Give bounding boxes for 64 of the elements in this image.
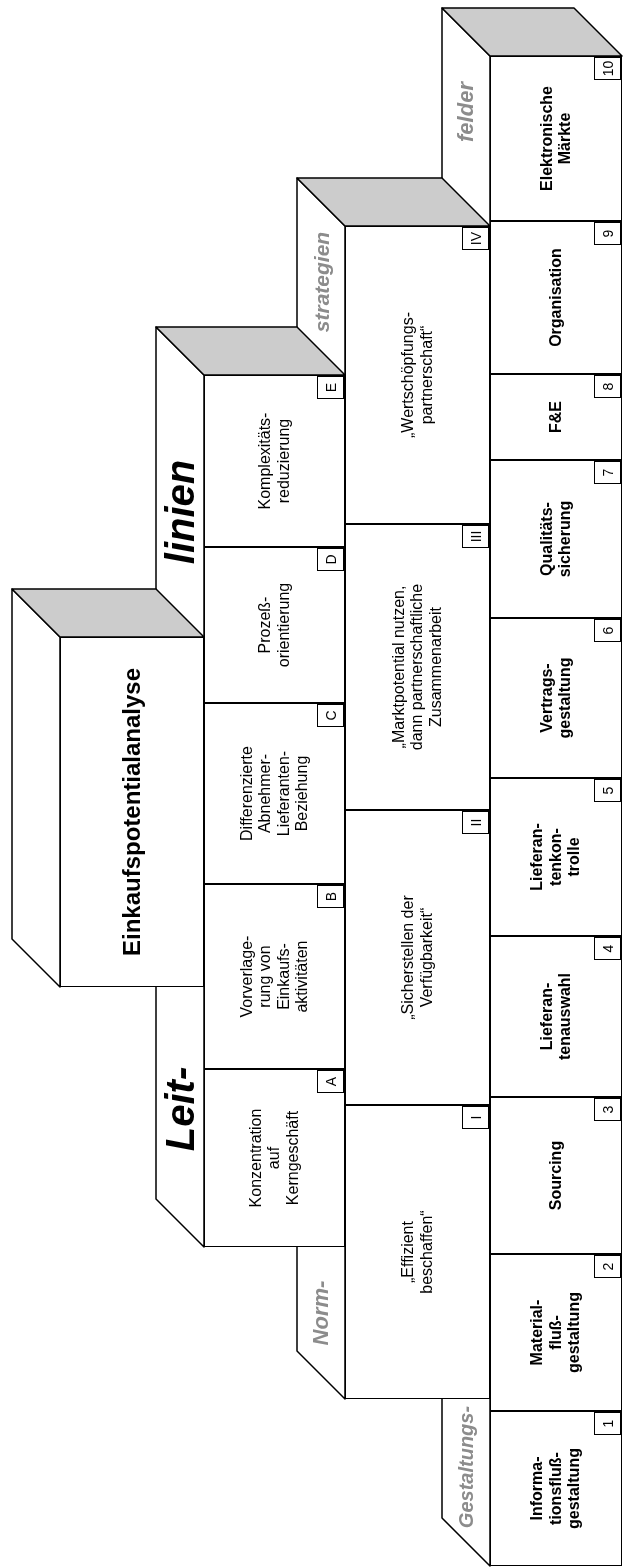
block-text: Elektronische Märkte (537, 85, 574, 193)
index-tag: 10 (594, 57, 621, 80)
index-tag: B (317, 885, 344, 908)
index-tag: D (317, 548, 344, 571)
block-text: Vorverlage- rung von Einkaufs- aktivitäten (237, 934, 311, 1020)
block-face (345, 226, 490, 524)
index-tag: 3 (594, 1098, 621, 1121)
block-face (345, 810, 490, 1105)
block-face (204, 375, 345, 547)
block-text: Differenzierte Abnehmer- Lieferanten- Beziehung (237, 745, 311, 843)
block-side-label: Norm- (310, 1280, 332, 1346)
block-text: Lieferan- tenauswahl (537, 971, 574, 1063)
index-tag: E (317, 376, 344, 399)
block-text: „Effizient beschaffen“ (399, 1209, 436, 1296)
block-text: Qualitäts- sicherung (537, 499, 574, 580)
block-face (490, 618, 622, 778)
block-face (204, 884, 345, 1069)
block-text: Organisation (546, 248, 565, 347)
block-face (490, 1411, 622, 1566)
block-text: Vertrags- gestaltung (537, 656, 574, 741)
block-face (490, 56, 622, 221)
index-tag: 6 (594, 619, 621, 642)
block-text: Material- fluß- gestaltung (528, 1291, 584, 1375)
block-text: Lieferan- tenkon- trolle (528, 822, 584, 893)
index-tag: 9 (594, 222, 621, 245)
index-tag: 7 (594, 461, 621, 484)
block-face (490, 778, 622, 936)
index-tag: A (317, 1070, 344, 1093)
block-side-label: linien (160, 459, 200, 565)
block-text: Prozeß- orientierung (256, 581, 293, 670)
index-tag: C (317, 704, 344, 727)
block-face (490, 936, 622, 1097)
block-text: Informa- tionsfluß- gestaltung (528, 1447, 584, 1531)
block-text: „Sicherstellen der Verfügbarkeit“ (399, 894, 436, 1022)
block-text: Sourcing (546, 1140, 565, 1211)
block-side-label: felder (455, 82, 477, 142)
block-text: F&E (546, 401, 565, 433)
block-face (204, 703, 345, 884)
title-text: Einkaufspotentialanalyse (118, 667, 146, 957)
block-text: Konzentration auf Kerngeschäft (246, 1107, 302, 1210)
index-tag: 8 (594, 375, 621, 398)
block-face (490, 460, 622, 618)
block-side-label: Gestaltungs- (456, 1405, 476, 1529)
index-tag: 5 (594, 779, 621, 802)
block-face (490, 221, 622, 374)
block-face (490, 1097, 622, 1254)
block-face (204, 547, 345, 703)
index-tag: 4 (594, 937, 621, 960)
index-tag: II (462, 811, 489, 834)
block-face (345, 524, 490, 810)
block-text: „Wertschöpfungs- partnerschaft“ (399, 311, 436, 440)
index-tag: 2 (594, 1255, 621, 1278)
block-text: „Marktpotential nutzen, dann partnerschaftliche Zusammenarbeit (389, 582, 445, 753)
index-tag: I (462, 1106, 489, 1129)
block-text: Komplexitäts- reduzierung (256, 411, 293, 512)
block-face (490, 1254, 622, 1411)
block-side-label: Leit- (160, 1066, 200, 1152)
block-face (490, 374, 622, 460)
block-face (345, 1105, 490, 1399)
index-tag: III (462, 525, 489, 548)
block-face (204, 1069, 345, 1247)
index-tag: 1 (594, 1412, 621, 1435)
block-side-label: strategien (310, 231, 332, 333)
index-tag: IV (462, 227, 489, 250)
